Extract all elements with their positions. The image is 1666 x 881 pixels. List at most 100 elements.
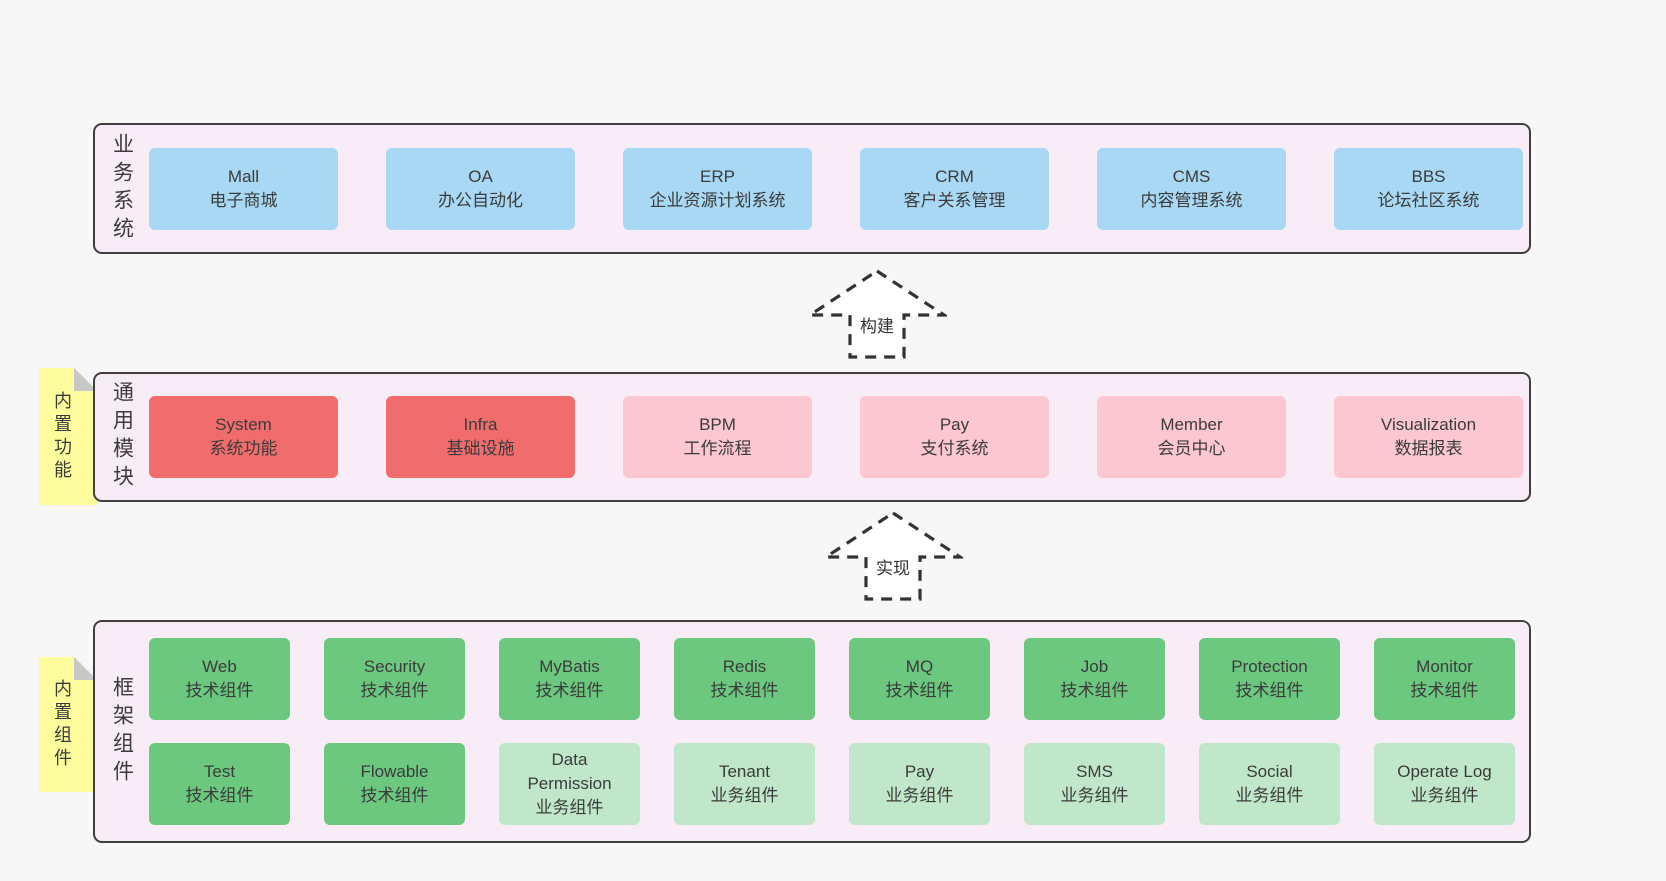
box-test: Test 技术组件 [149, 743, 290, 825]
box-title: Tenant [718, 762, 771, 781]
box-title: Redis [722, 657, 767, 676]
build-arrow: 构建 [807, 268, 947, 360]
box-title: System [215, 415, 272, 434]
box-subtitle: 业务组件 [1410, 786, 1479, 805]
box-flowable: Flowable 技术组件 [324, 743, 465, 825]
folded-corner-icon [74, 657, 97, 680]
box-subtitle: 会员中心 [1157, 439, 1226, 458]
tab-label: 内置功能 [52, 390, 72, 483]
box-subtitle: 技术组件 [360, 786, 429, 805]
box-crm: CRM 客户关系管理 [860, 147, 1049, 230]
builtin-features-tab: 内置功能 [39, 368, 97, 505]
box-mq: MQ 技术组件 [849, 638, 990, 720]
box-title: Data Permission [527, 750, 612, 793]
box-erp: ERP 企业资源计划系统 [623, 147, 812, 230]
box-title: CRM [935, 166, 974, 186]
box-oa: OA 办公自动化 [386, 147, 575, 230]
box-subtitle: 企业资源计划系统 [649, 190, 786, 210]
section-side-label: 业务系统 [110, 132, 134, 245]
box-subtitle: 客户关系管理 [903, 190, 1006, 210]
box-title: Pay [939, 415, 970, 434]
business-systems-section: 业务系统 Mall 电子商城 OA 办公自动化 ERP 企业资源计划系统 CRM 客户关系管理… [93, 123, 1531, 254]
box-title: Protection [1231, 657, 1308, 676]
box-security: Security 技术组件 [324, 638, 465, 720]
box-subtitle: 技术组件 [1235, 681, 1304, 700]
box-subtitle: 业务组件 [1235, 786, 1304, 805]
box-subtitle: 系统功能 [209, 439, 278, 458]
box-subtitle: 办公自动化 [438, 190, 523, 210]
box-subtitle: 内容管理系统 [1140, 190, 1243, 210]
box-title: MQ [905, 657, 934, 676]
box-title: Visualization [1380, 415, 1477, 434]
box-subtitle: 电子商城 [209, 190, 278, 210]
box-subtitle: 工作流程 [683, 439, 752, 458]
box-mall: Mall 电子商城 [149, 147, 338, 230]
box-protection: Protection 技术组件 [1199, 638, 1340, 720]
box-title: Infra [463, 415, 498, 434]
box-subtitle: 论坛社区系统 [1377, 190, 1480, 210]
box-visualization: Visualization 数据报表 [1334, 396, 1523, 478]
box-subtitle: 技术组件 [885, 681, 954, 700]
box-title: BBS [1411, 166, 1446, 186]
box-title: OA [468, 166, 493, 186]
box-subtitle: 技术组件 [360, 681, 429, 700]
box-subtitle: 业务组件 [710, 786, 779, 805]
box-title: Mall [227, 166, 260, 186]
box-title: ERP [700, 166, 735, 186]
tab-label: 内置组件 [52, 678, 72, 771]
box-title: MyBatis [539, 657, 600, 676]
implement-arrow: 实现 [823, 510, 963, 602]
box-title: Flowable [360, 762, 429, 781]
box-job: Job 技术组件 [1024, 638, 1165, 720]
box-subtitle: 数据报表 [1394, 439, 1463, 458]
box-title: Test [203, 762, 236, 781]
box-title: Member [1160, 415, 1223, 434]
box-data-permission: Data Permission 业务组件 [499, 743, 640, 825]
box-title: Security [363, 657, 426, 676]
up-arrow-icon [807, 269, 947, 359]
section-side-label: 通用模块 [110, 381, 134, 493]
box-system: System 系统功能 [149, 396, 338, 478]
box-web: Web 技术组件 [149, 638, 290, 720]
builtin-components-tab: 内置组件 [39, 657, 97, 792]
box-tenant: Tenant 业务组件 [674, 743, 815, 825]
box-bbs: BBS 论坛社区系统 [1334, 147, 1523, 230]
box-title: Monitor [1416, 657, 1473, 676]
box-social: Social 业务组件 [1199, 743, 1340, 825]
up-arrow-icon [823, 511, 963, 601]
box-title: Job [1080, 657, 1109, 676]
arrow-label: 实现 [874, 559, 912, 578]
box-redis: Redis 技术组件 [674, 638, 815, 720]
box-subtitle: 业务组件 [535, 798, 604, 817]
box-member: Member 会员中心 [1097, 396, 1286, 478]
box-title: Operate Log [1397, 762, 1492, 781]
section-side-label: 框架组件 [110, 675, 134, 788]
box-subtitle: 业务组件 [885, 786, 954, 805]
box-title: Social [1246, 762, 1293, 781]
box-subtitle: 支付系统 [920, 439, 989, 458]
box-subtitle: 技术组件 [710, 681, 779, 700]
box-subtitle: 技术组件 [1060, 681, 1129, 700]
box-operate-log: Operate Log 业务组件 [1374, 743, 1515, 825]
box-title: Web [202, 657, 237, 676]
box-subtitle: 技术组件 [185, 681, 254, 700]
box-title: SMS [1076, 762, 1113, 781]
box-subtitle: 技术组件 [185, 786, 254, 805]
box-pay: Pay 支付系统 [860, 396, 1049, 478]
box-title: Pay [904, 762, 935, 781]
